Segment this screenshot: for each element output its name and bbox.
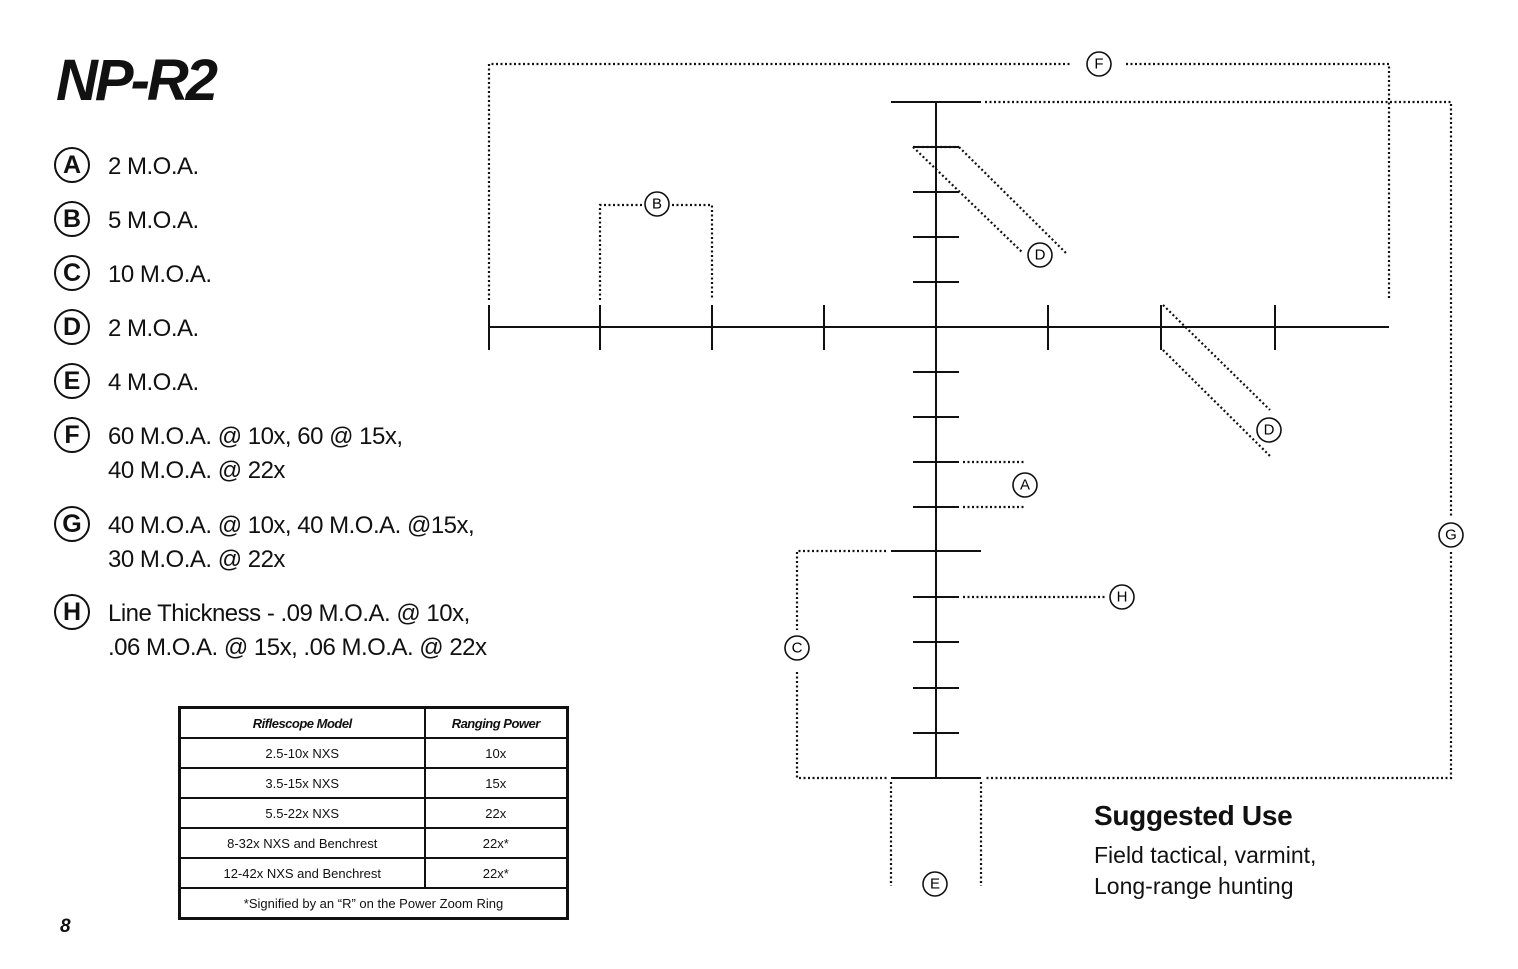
callout-g: G (1438, 522, 1464, 548)
spec-item-e: E 4 M.O.A. (54, 363, 199, 400)
spec-letter-badge: E (54, 363, 90, 399)
callout-d-lower: D (1256, 417, 1282, 443)
dimension-f (487, 62, 1072, 300)
spec-description: Line Thickness - .09 M.O.A. @ 10x, .06 M… (108, 597, 487, 665)
dimension-d-upper-a (912, 146, 1023, 253)
callout-h: H (1109, 584, 1135, 610)
callout-e: E (922, 871, 948, 897)
callout-f-letter: F (1094, 56, 1103, 73)
reticle-dimension-lines (487, 62, 1453, 886)
reticle-solid-lines (488, 101, 1389, 779)
table-row: 5.5-22x NXS 22x (178, 797, 569, 829)
dimension-d-lower-b (1162, 349, 1271, 457)
spec-item-g: G 40 M.O.A. @ 10x, 40 M.O.A. @15x, 30 M.… (54, 506, 475, 577)
suggested-use-line: Long-range hunting (1094, 873, 1294, 899)
callout-d-upper-letter: D (1035, 247, 1046, 264)
callout-b-letter: B (652, 196, 662, 213)
column-header-model: Riflescope Model (178, 706, 426, 739)
spec-description: 60 M.O.A. @ 10x, 60 @ 15x, 40 M.O.A. @ 2… (108, 420, 403, 488)
ranging-power-table: Riflescope Model Ranging Power 2.5-10x N… (178, 706, 569, 920)
spec-line: 40 M.O.A. @ 22x (108, 457, 285, 484)
table-row: 12-42x NXS and Benchrest 22x* (178, 857, 569, 889)
dimension-g-lower (984, 552, 1453, 780)
dimension-b-right (672, 203, 714, 300)
power-cell: 22x (423, 797, 569, 829)
callout-a: A (1012, 472, 1038, 498)
callout-f: F (1086, 51, 1112, 77)
dimension-d-upper-b (958, 146, 1067, 254)
spec-line: 2 M.O.A. (108, 153, 199, 180)
spec-letter-badge: F (54, 417, 90, 453)
spec-line: 40 M.O.A. @ 10x, 40 M.O.A. @15x, (108, 512, 475, 539)
dimension-c (795, 549, 886, 630)
spec-line: 30 M.O.A. @ 22x (108, 546, 285, 573)
spec-letter-badge: C (54, 255, 90, 291)
spec-line: 4 M.O.A. (108, 369, 199, 396)
dimension-f-right (1126, 62, 1391, 300)
spec-letter-badge: H (54, 594, 90, 630)
dimension-b (598, 203, 642, 300)
spec-description: 5 M.O.A. (108, 204, 199, 238)
callout-c: C (784, 635, 810, 661)
model-cell: 8-32x NXS and Benchrest (178, 827, 426, 859)
spec-line: 60 M.O.A. @ 10x, 60 @ 15x, (108, 423, 403, 450)
dimension-d-lower-a (1162, 304, 1271, 411)
spec-description: 40 M.O.A. @ 10x, 40 M.O.A. @15x, 30 M.O.… (108, 509, 475, 577)
spec-description: 2 M.O.A. (108, 150, 199, 184)
suggested-use-text: Field tactical, varmint, Long-range hunt… (1094, 840, 1316, 902)
suggested-use-line: Field tactical, varmint, (1094, 842, 1317, 868)
spec-item-h: H Line Thickness - .09 M.O.A. @ 10x, .06… (54, 594, 487, 665)
spec-line: 10 M.O.A. (108, 261, 212, 288)
dimension-c-lower (795, 672, 888, 780)
table-footnote-row: *Signified by an “R” on the Power Zoom R… (178, 887, 569, 920)
table-footnote: *Signified by an “R” on the Power Zoom R… (178, 887, 569, 920)
spec-letter-badge: A (54, 147, 90, 183)
spec-item-f: F 60 M.O.A. @ 10x, 60 @ 15x, 40 M.O.A. @… (54, 417, 403, 488)
spec-description: 10 M.O.A. (108, 258, 212, 292)
table-row: 8-32x NXS and Benchrest 22x* (178, 827, 569, 859)
callout-e-letter: E (930, 876, 940, 893)
table-row: 2.5-10x NXS 10x (178, 737, 569, 769)
spec-item-c: C 10 M.O.A. (54, 255, 212, 292)
spec-letter-badge: B (54, 201, 90, 237)
callout-b: B (644, 191, 670, 217)
table-row: 3.5-15x NXS 15x (178, 767, 569, 799)
suggested-use-title: Suggested Use (1094, 800, 1293, 831)
model-cell: 2.5-10x NXS (178, 737, 426, 769)
spec-item-d: D 2 M.O.A. (54, 309, 199, 346)
vertical-ticks (913, 146, 959, 734)
spec-line: Line Thickness - .09 M.O.A. @ 10x, (108, 600, 470, 627)
power-cell: 10x (423, 737, 569, 769)
spec-description: 4 M.O.A. (108, 366, 199, 400)
spec-letter-badge: D (54, 309, 90, 345)
spec-line: 2 M.O.A. (108, 315, 199, 342)
callout-h-letter: H (1117, 589, 1128, 606)
reticle-labels: F B D D A H C G (644, 51, 1464, 897)
callout-a-letter: A (1020, 477, 1030, 494)
horizontal-ticks (488, 305, 1276, 350)
spec-description: 2 M.O.A. (108, 312, 199, 346)
dimension-g (985, 100, 1453, 518)
power-cell: 22x* (423, 827, 569, 859)
callout-c-letter: C (792, 640, 803, 657)
callout-d-upper: D (1027, 242, 1053, 268)
page-title: NP-R2 (56, 48, 218, 113)
model-cell: 3.5-15x NXS (178, 767, 426, 799)
spec-line: 5 M.O.A. (108, 207, 199, 234)
page-number: 8 (60, 916, 71, 937)
spec-letter-badge: G (54, 506, 90, 542)
spec-line: .06 M.O.A. @ 15x, .06 M.O.A. @ 22x (108, 634, 487, 661)
callout-g-letter: G (1445, 527, 1457, 544)
model-cell: 5.5-22x NXS (178, 797, 426, 829)
power-cell: 15x (423, 767, 569, 799)
model-cell: 12-42x NXS and Benchrest (178, 857, 426, 889)
callout-d-lower-letter: D (1264, 422, 1275, 439)
spec-item-b: B 5 M.O.A. (54, 201, 199, 238)
spec-item-a: A 2 M.O.A. (54, 147, 199, 184)
power-cell: 22x* (423, 857, 569, 889)
